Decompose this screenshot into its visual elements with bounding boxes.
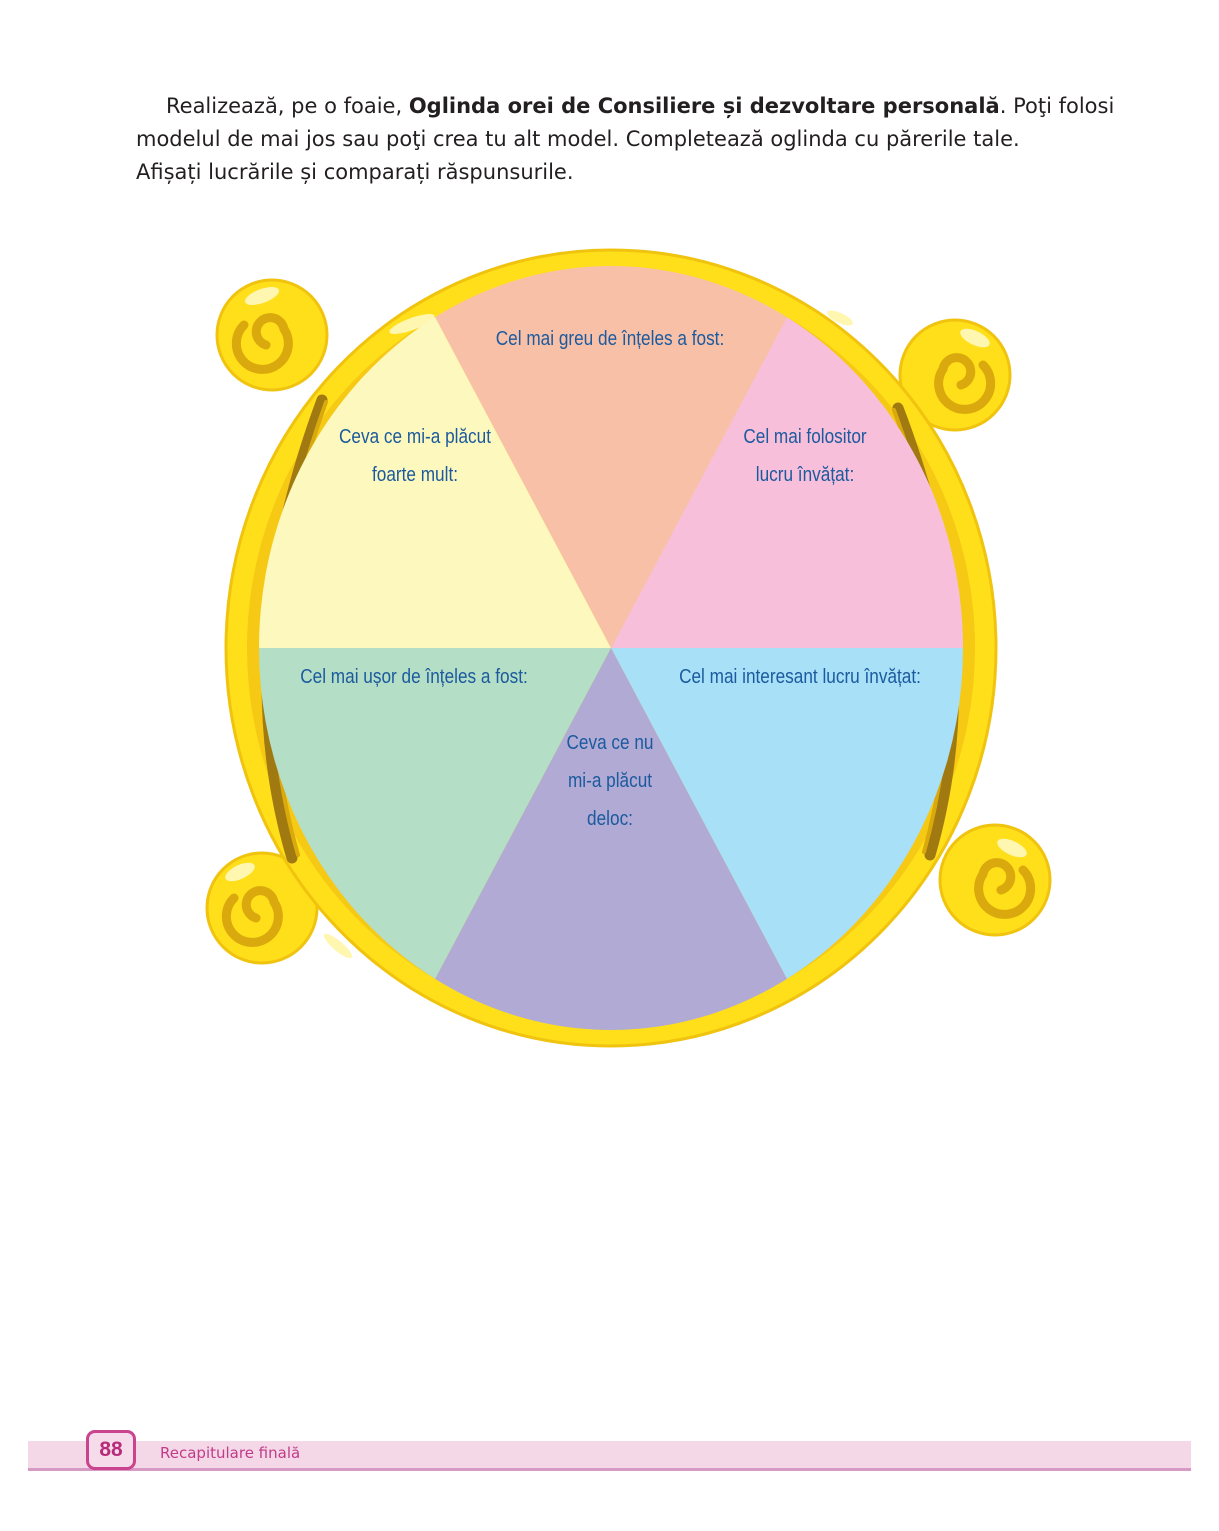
mirror-glass — [259, 266, 963, 1030]
footer-chapter-title: Recapitulare finală — [160, 1444, 301, 1462]
instruction-bold-title: Oglinda orei de Consiliere și dezvoltare… — [408, 94, 1000, 118]
instruction-text-cont: . Poţi folosi modelul de mai jos sau poţ… — [136, 94, 1115, 151]
segment-label-easiest: Cel mai ușor de înțeles a fost: — [300, 666, 528, 688]
curl-top-right — [898, 318, 1012, 432]
footer-band — [28, 1441, 1191, 1471]
instructions: Realizează, pe o foaie, Oglinda orei de … — [136, 90, 1146, 189]
segment-label-most-useful: Cel mai folositor lucru învățat: — [743, 426, 867, 486]
segment-label-most-interesting: Cel mai interesant lucru învățat: — [679, 666, 921, 688]
instruction-text: Realizează, pe o foaie, — [166, 94, 409, 118]
instruction-paragraph: Realizează, pe o foaie, Oglinda orei de … — [136, 90, 1146, 156]
page-number: 88 — [86, 1430, 136, 1470]
segment-label-liked: Ceva ce mi-a plăcut foarte mult: — [338, 426, 492, 486]
curl-bottom-left — [205, 851, 319, 965]
segment-label-hardest: Cel mai greu de înțeles a fost: — [495, 328, 725, 350]
segment-label-disliked: Ceva ce nu mi-a plăcut deloc: — [566, 732, 654, 830]
curl-bottom-right — [938, 823, 1052, 937]
curl-top-left — [215, 278, 329, 392]
segment-hardest — [282, 266, 940, 648]
instruction-line-2: Afișați lucrările și comparați răspunsur… — [136, 160, 574, 184]
segment-disliked — [282, 648, 940, 1030]
